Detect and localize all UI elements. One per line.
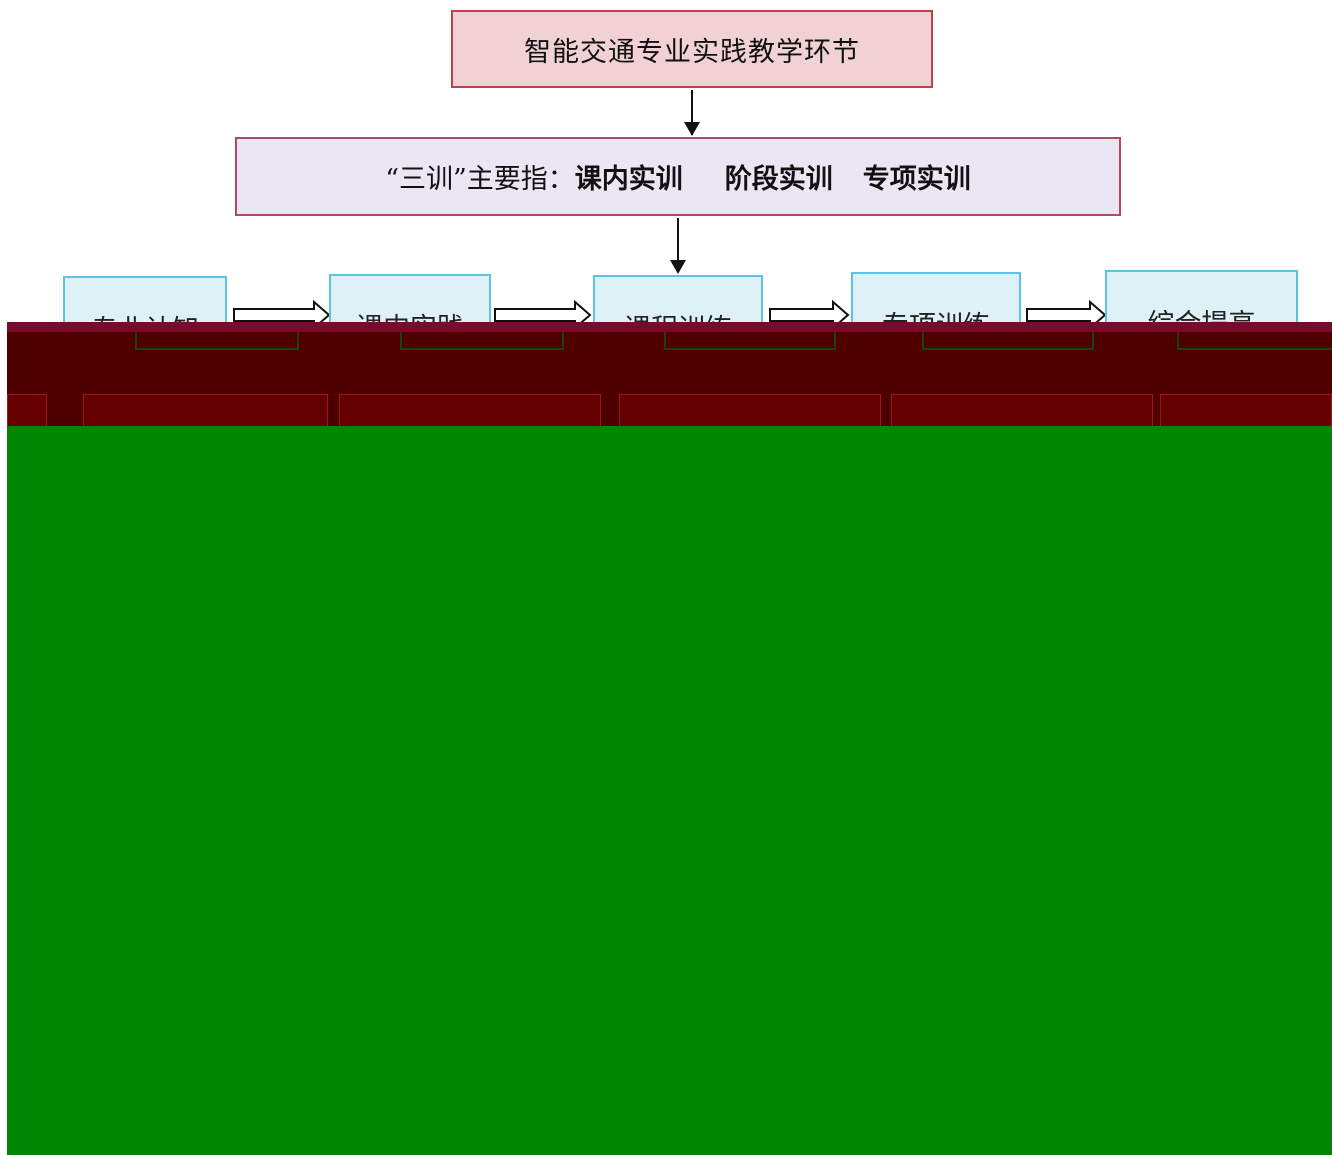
training-item-in-class: 课内实训 <box>574 164 683 195</box>
overlay-cell <box>619 394 881 426</box>
step-arrow-1 <box>233 299 331 330</box>
corrupted-overlay-block <box>7 426 1332 1155</box>
overlay-bracket <box>400 332 564 350</box>
overlay-stripe <box>7 322 1332 332</box>
top-box-label: 智能交通专业实践教学环节 <box>524 36 860 68</box>
step-arrow-4 <box>1026 299 1107 330</box>
corrupted-overlay-band <box>7 322 1332 426</box>
overlay-cell <box>891 394 1153 426</box>
three-trainings-prefix: “三训”主要指： <box>385 164 575 195</box>
overlay-cell <box>339 394 601 426</box>
training-item-special: 专项实训 <box>862 164 971 195</box>
step-arrow-3 <box>769 299 850 330</box>
overlay-cell <box>7 394 47 426</box>
three-trainings-box: “三训”主要指： 课内实训 阶段实训 专项实训 <box>235 137 1121 216</box>
overlay-bracket <box>664 332 836 350</box>
overlay-bracket <box>135 332 299 350</box>
overlay-bracket <box>922 332 1094 350</box>
step-arrow-2 <box>494 299 592 330</box>
connector-layer <box>233 90 1107 330</box>
arrow-down-2-head <box>670 260 686 274</box>
overlay-cell <box>1160 394 1332 426</box>
training-item-stage: 阶段实训 <box>724 164 833 195</box>
overlay-bracket <box>1177 332 1332 350</box>
overlay-cell <box>83 394 328 426</box>
arrow-down-1-head <box>684 122 700 136</box>
top-box: 智能交通专业实践教学环节 <box>451 10 933 88</box>
